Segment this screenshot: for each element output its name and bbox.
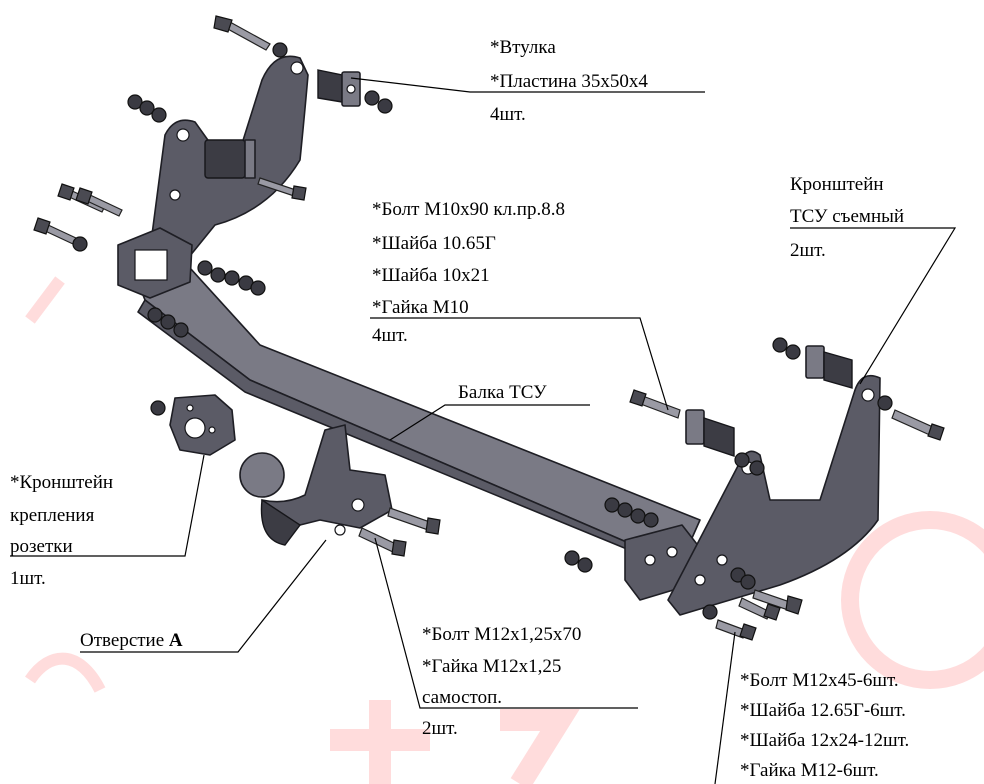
label-bolt-m12-45-kit: *Болт М12х45-6шт. *Шайба 12.65Г-6шт. *Ша…	[740, 670, 909, 781]
label-line: *Болт М12х1,25х70	[422, 624, 581, 645]
label-line: Отверстие	[80, 630, 169, 651]
label-line: самостоп.	[422, 687, 502, 708]
right-lower-bolts	[715, 589, 803, 641]
tow-ball-mount	[239, 424, 393, 546]
svg-text:ТСУ съемный: ТСУ съемный	[790, 206, 904, 227]
label-hole-a: Отверстие А	[80, 630, 183, 651]
label-line: *Шайба 10.65Г	[372, 233, 496, 254]
label-line: *Шайба 10х21	[372, 265, 490, 286]
svg-text:*Шайба 10.65Г: *Шайба 10.65Г	[372, 233, 496, 254]
label-line: 1шт.	[10, 568, 46, 589]
label-bold: А	[169, 630, 183, 651]
svg-text:*Гайка М12-6шт.: *Гайка М12-6шт.	[740, 760, 879, 781]
label-bushing-plate: *Втулка *Пластина 35х50х4 4шт.	[490, 37, 648, 125]
left-bracket-bolt	[257, 177, 307, 201]
svg-text:2шт.: 2шт.	[422, 718, 458, 739]
svg-text:Отверстие А: Отверстие А	[80, 630, 183, 651]
leader-lines	[10, 77, 957, 784]
left-bracket	[149, 55, 309, 263]
beam-right-nuts	[564, 497, 659, 573]
label-line: *Гайка М12-6шт.	[740, 760, 879, 781]
svg-text:*Болт М12х45-6шт.: *Болт М12х45-6шт.	[740, 670, 899, 691]
right-bushing-upper	[772, 337, 853, 389]
label-line: *Пластина 35х50х4	[490, 71, 648, 92]
svg-text:*Пластина 35х50х4: *Пластина 35х50х4	[490, 71, 648, 92]
label-line: Балка ТСУ	[458, 382, 547, 403]
label-line: 4шт.	[372, 325, 408, 346]
left-bolts-stack	[33, 183, 123, 252]
label-bolt-m10-kit: *Болт М10х90 кл.пр.8.8 *Шайба 10.65Г *Ша…	[372, 199, 565, 346]
watermark	[25, 276, 984, 784]
socket-bracket	[150, 394, 236, 456]
right-bracket	[667, 374, 881, 616]
label-line: Кронштейн	[790, 174, 884, 195]
svg-text:*Гайка М10: *Гайка М10	[372, 297, 469, 318]
svg-text:розетки: розетки	[10, 536, 73, 557]
svg-text:Балка ТСУ: Балка ТСУ	[458, 382, 547, 403]
svg-text:крепления: крепления	[10, 505, 95, 526]
top-left-bolt	[213, 15, 288, 58]
label-line: 4шт.	[490, 104, 526, 125]
svg-text:*Гайка М12х1,25: *Гайка М12х1,25	[422, 656, 561, 677]
svg-text:*Шайба 12х24-12шт.: *Шайба 12х24-12шт.	[740, 730, 909, 751]
right-side-nuts	[702, 452, 765, 620]
label-line: *Кронштейн	[10, 472, 113, 493]
label-line: *Шайба 12х24-12шт.	[740, 730, 909, 751]
label-line: 2шт.	[422, 718, 458, 739]
right-bushing-lower	[629, 389, 735, 457]
svg-text:*Болт М12х1,25х70: *Болт М12х1,25х70	[422, 624, 581, 645]
label-line: *Гайка М12х1,25	[422, 656, 561, 677]
top-bushing	[317, 69, 393, 114]
svg-text:4шт.: 4шт.	[372, 325, 408, 346]
right-bolt-upper	[877, 395, 945, 441]
svg-text:*Шайба 10х21: *Шайба 10х21	[372, 265, 490, 286]
label-line: *Болт М10х90 кл.пр.8.8	[372, 199, 565, 220]
tow-ball-bolts	[358, 507, 441, 557]
label-line: розетки	[10, 536, 73, 557]
label-socket-bracket: *Кронштейн крепления розетки 1шт.	[10, 472, 113, 589]
label-line: 2шт.	[790, 240, 826, 261]
svg-text:*Болт М10х90 кл.пр.8.8: *Болт М10х90 кл.пр.8.8	[372, 199, 565, 220]
label-removable-bracket: Кронштейн ТСУ съемный 2шт.	[790, 174, 904, 261]
label-bolt-m12-kit: *Болт М12х1,25х70 *Гайка М12х1,25 самост…	[422, 624, 581, 739]
label-line: ТСУ съемный	[790, 206, 904, 227]
label-line: *Втулка	[490, 37, 556, 58]
svg-text:самостоп.: самостоп.	[422, 687, 502, 708]
svg-text:*Шайба 12.65Г-6шт.: *Шайба 12.65Г-6шт.	[740, 700, 906, 721]
label-line: крепления	[10, 505, 95, 526]
beam-left-nuts	[147, 260, 266, 338]
label-beam: Балка ТСУ	[458, 382, 547, 403]
svg-text:*Втулка: *Втулка	[490, 37, 556, 58]
svg-text:2шт.: 2шт.	[790, 240, 826, 261]
svg-text:*Кронштейн: *Кронштейн	[10, 472, 113, 493]
label-line: *Шайба 12.65Г-6шт.	[740, 700, 906, 721]
label-line: *Болт М12х45-6шт.	[740, 670, 899, 691]
svg-text:1шт.: 1шт.	[10, 568, 46, 589]
label-line: *Гайка М10	[372, 297, 469, 318]
left-nut-stack-upper	[127, 94, 167, 123]
svg-text:Кронштейн: Кронштейн	[790, 174, 884, 195]
svg-text:4шт.: 4шт.	[490, 104, 526, 125]
